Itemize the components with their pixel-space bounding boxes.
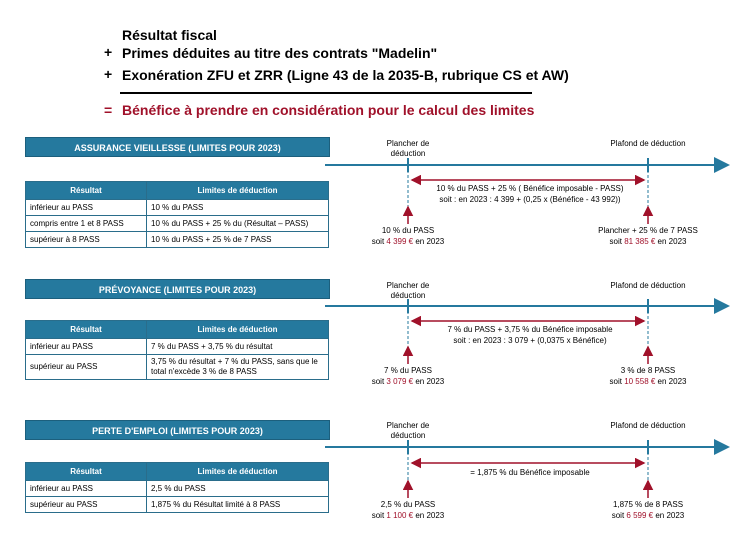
axis-group-vieillesse xyxy=(325,157,730,224)
plancher-value-label: 7 % du PASS xyxy=(384,366,432,375)
table-cell: supérieur à 8 PASS xyxy=(25,231,147,248)
plancher-value-label: 2,5 % du PASS xyxy=(380,500,436,509)
formula-line: = 1,875 % du Bénéfice imposable xyxy=(470,468,590,477)
section-title-band: PRÉVOYANCE (LIMITES POUR 2023) xyxy=(25,279,330,299)
axis-group-perte-emploi xyxy=(325,439,730,498)
table-row: inférieur au PASS 2,5 % du PASS xyxy=(25,480,329,497)
amount-value: 10 558 € xyxy=(624,377,656,386)
formula-line: 7 % du PASS + 3,75 % du Bénéfice imposab… xyxy=(447,325,613,334)
sum-divider xyxy=(120,92,532,94)
table-row: supérieur au PASS 1,875 % du Résultat li… xyxy=(25,496,329,513)
plafond-amount: soit 81 385 € en 2023 xyxy=(609,237,687,246)
plancher-label: Plancher de déduction xyxy=(386,281,430,300)
plafond-label: Plafond de déduction xyxy=(610,281,686,290)
amount-value: 4 399 € xyxy=(386,237,414,246)
table-cell: 10 % du PASS + 25 % de 7 PASS xyxy=(146,231,329,248)
plus-operator: + xyxy=(104,66,113,82)
plafond-amount: soit 6 599 € en 2023 xyxy=(611,511,685,520)
limits-table: Résultat Limites de déduction inférieur … xyxy=(25,320,329,380)
table-header-cell: Résultat xyxy=(25,320,147,339)
section-title-band: PERTE D'EMPLOI (LIMITES POUR 2023) xyxy=(25,420,330,440)
amount-value: 6 599 € xyxy=(626,511,654,520)
amount-value: 81 385 € xyxy=(624,237,656,246)
amount-value: 1 100 € xyxy=(386,511,414,520)
plancher-amount: soit 4 399 € en 2023 xyxy=(371,237,445,246)
table-row: inférieur au PASS 10 % du PASS xyxy=(25,199,329,216)
plafond-value-label: Plancher + 25 % de 7 PASS xyxy=(598,226,698,235)
plafond-amount: soit 10 558 € en 2023 xyxy=(609,377,687,386)
table-row: supérieur au PASS 3,75 % du résultat + 7… xyxy=(25,354,329,380)
formula-line: soit : en 2023 : 4 399 + (0,25 x (Bénéfi… xyxy=(439,195,621,204)
benefice-result-label: Bénéfice à prendre en considération pour… xyxy=(122,102,535,118)
table-cell: supérieur au PASS xyxy=(25,354,147,380)
formula-line: soit : en 2023 : 3 079 + (0,0375 x Bénéf… xyxy=(453,336,607,345)
section-title-band: ASSURANCE VIEILLESSE (LIMITES POUR 2023) xyxy=(25,137,330,157)
plancher-amount: soit 3 079 € en 2023 xyxy=(371,377,445,386)
table-row: supérieur à 8 PASS 10 % du PASS + 25 % d… xyxy=(25,231,329,248)
plafond-label: Plafond de déduction xyxy=(610,421,686,430)
limits-table: Résultat Limites de déduction inférieur … xyxy=(25,181,329,248)
resultat-fiscal-label: Résultat fiscal xyxy=(122,27,217,43)
table-header-cell: Limites de déduction xyxy=(146,181,329,200)
plafond-value-label: 1,875 % de 8 PASS xyxy=(612,500,684,509)
plancher-label: Plancher de déduction xyxy=(386,139,430,158)
plus-operator: + xyxy=(104,44,113,60)
axis-group-prevoyance xyxy=(325,298,730,364)
amount-value: 3 079 € xyxy=(386,377,414,386)
plancher-amount: soit 1 100 € en 2023 xyxy=(371,511,445,520)
plancher-label: Plancher de déduction xyxy=(386,421,430,440)
exoneration-label: Exonération ZFU et ZRR (Ligne 43 de la 2… xyxy=(122,67,569,83)
formula-line: 10 % du PASS + 25 % ( Bénéfice imposable… xyxy=(436,184,624,193)
limits-table: Résultat Limites de déduction inférieur … xyxy=(25,462,329,513)
table-header-cell: Limites de déduction xyxy=(146,320,329,339)
plafond-label: Plafond de déduction xyxy=(610,139,686,148)
plancher-value-label: 10 % du PASS xyxy=(381,226,435,235)
equals-operator: = xyxy=(104,102,113,118)
table-header-cell: Résultat xyxy=(25,462,147,481)
table-row: inférieur au PASS 7 % du PASS + 3,75 % d… xyxy=(25,338,329,355)
table-cell: 3,75 % du résultat + 7 % du PASS, sans q… xyxy=(146,354,329,380)
plafond-value-label: 3 % de 8 PASS xyxy=(620,366,676,375)
primes-madelin-label: Primes déduites au titre des contrats "M… xyxy=(122,45,438,61)
table-cell: 1,875 % du Résultat limité à 8 PASS xyxy=(146,496,329,513)
